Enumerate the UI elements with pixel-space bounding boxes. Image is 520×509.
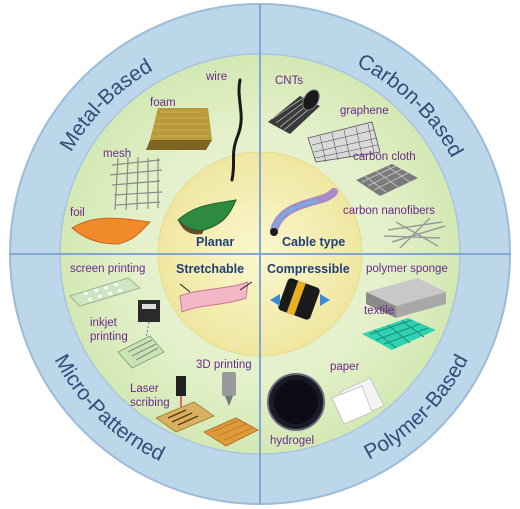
stretchable-label: Stretchable <box>176 262 244 276</box>
foil-label: foil <box>70 207 85 219</box>
hydrogel-illustration <box>267 373 325 431</box>
graphene-label: graphene <box>340 105 389 117</box>
cable-type-label: Cable type <box>282 235 345 249</box>
screen-printing-illustration <box>69 277 141 307</box>
graphene-illustration <box>307 121 381 163</box>
laser-label-line2: scribing <box>130 397 170 409</box>
foam-illustration <box>146 108 212 150</box>
carbon-nanofibers-label: carbon nanofibers <box>343 205 435 217</box>
compressible-label: Compressible <box>267 262 350 276</box>
wire-illustration <box>230 78 243 182</box>
planar-label: Planar <box>196 235 234 249</box>
3d-printing-illustration <box>203 372 259 447</box>
textile-label: textile <box>364 305 394 317</box>
carbon-nanofibers-illustration <box>383 217 446 249</box>
planar-illustration <box>177 199 237 235</box>
foil-illustration <box>71 217 152 245</box>
inkjet-label-line2: printing <box>90 331 128 343</box>
3d-printing-label: 3D printing <box>196 359 252 371</box>
foam-label: foam <box>150 97 176 109</box>
laser-label-line1: Laser <box>130 383 159 395</box>
mesh-illustration <box>109 156 163 211</box>
paper-illustration <box>331 377 385 425</box>
compressible-illustration <box>270 278 330 320</box>
hydrogel-label: hydrogel <box>270 435 314 447</box>
screen-printing-label: screen printing <box>70 263 145 275</box>
wire-label: wire <box>205 71 227 83</box>
carbon-cloth-illustration <box>356 164 418 196</box>
cnts-label: CNTs <box>275 75 303 87</box>
stretchable-illustration <box>179 281 253 313</box>
cable-type-illustration <box>270 188 338 236</box>
cnts-illustration <box>268 89 320 134</box>
polymer-sponge-illustration <box>366 278 446 318</box>
carbon-cloth-label: carbon cloth <box>353 151 416 163</box>
polymer-sponge-label: polymer sponge <box>366 263 448 275</box>
inkjet-printing-illustration <box>117 300 165 369</box>
laser-scribing-illustration <box>155 376 215 433</box>
mesh-label: mesh <box>103 148 131 160</box>
paper-label: paper <box>330 361 360 373</box>
textile-illustration <box>362 318 436 350</box>
inkjet-label-line1: inkjet <box>90 317 118 329</box>
